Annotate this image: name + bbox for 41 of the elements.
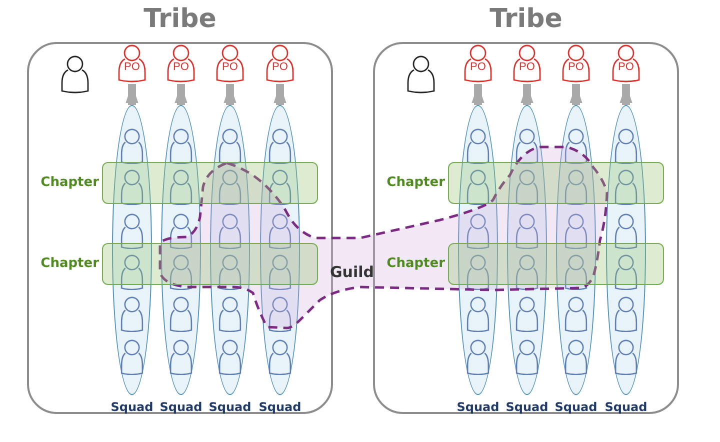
tribe-title: Tribe (142, 4, 218, 34)
arrow (570, 84, 582, 105)
arrow (126, 84, 138, 105)
arrow (472, 84, 484, 105)
product-owner-icon (611, 44, 641, 83)
role-label: PO (123, 61, 141, 73)
product-owner-icon (265, 44, 295, 83)
chapter-label: Chapter (386, 175, 445, 190)
chapter-label: Chapter (40, 175, 99, 190)
role-label: PO (469, 61, 487, 73)
squad-label: Squad (258, 400, 302, 414)
product-owner-icon (166, 44, 196, 83)
arrow (174, 84, 188, 105)
squad-label: Squad (554, 400, 598, 414)
product-owner-icon (117, 44, 147, 83)
product-owner-icon (512, 44, 542, 83)
tribe-title: Tribe (488, 4, 564, 34)
product-owner-icon (215, 44, 245, 83)
person-icon (406, 55, 436, 93)
arrow (520, 84, 534, 105)
role-label: PO (271, 61, 289, 73)
role-label: PO (221, 61, 239, 73)
arrow (274, 84, 286, 105)
guild-label: Guild (330, 263, 374, 281)
squad-label: Squad (456, 400, 500, 414)
role-label: PO (617, 61, 635, 73)
role-label: PO (518, 61, 536, 73)
squad-label: Squad (604, 400, 648, 414)
arrow (224, 84, 236, 105)
squad-label: Squad (208, 400, 252, 414)
chapter-label: Chapter (40, 256, 99, 271)
squad-label: Squad (158, 400, 204, 414)
squad-label: Squad (504, 400, 550, 414)
person-icon (60, 55, 90, 93)
role-label: PO (567, 61, 585, 73)
product-owner-icon (561, 44, 591, 83)
chapter-label: Chapter (386, 256, 445, 271)
squad-label: Squad (110, 400, 154, 414)
arrow (620, 84, 632, 105)
product-owner-icon (463, 44, 493, 83)
role-label: PO (172, 61, 190, 73)
